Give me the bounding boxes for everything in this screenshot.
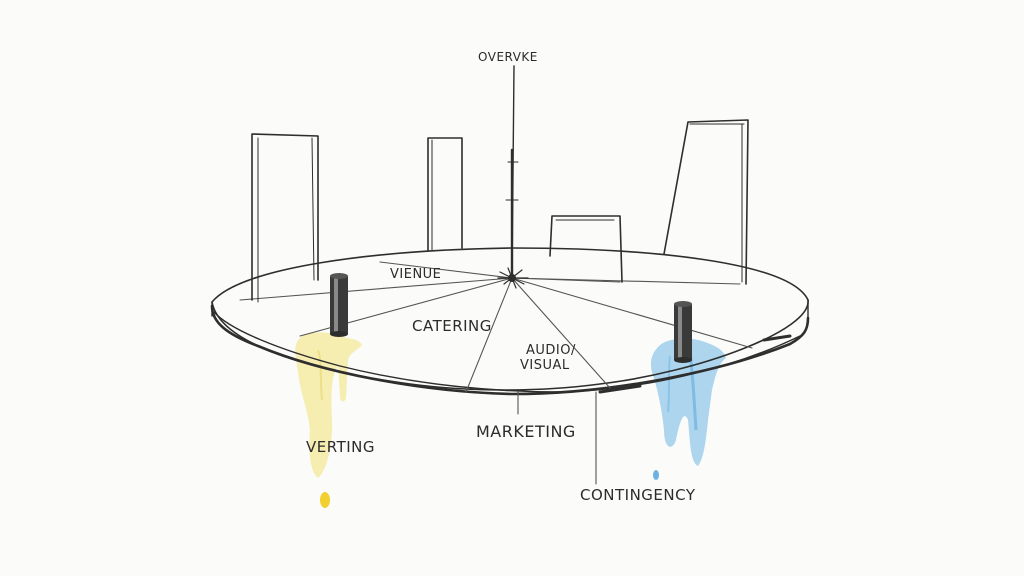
- label-catering: CATERING: [412, 317, 492, 335]
- blue-drop: [653, 470, 659, 480]
- frame-mid-left: [427, 137, 463, 251]
- frame-right: [663, 119, 749, 285]
- yellow-drip: [295, 332, 362, 508]
- label-venue: VIENUE: [390, 267, 441, 282]
- leader-lines: [517, 391, 597, 485]
- yellow-drop: [320, 492, 330, 508]
- table-disc: [210, 247, 810, 396]
- label-verting: VERTING: [306, 438, 375, 456]
- label-marketing: MARKETING: [476, 422, 576, 441]
- frame-mid-right: [549, 215, 623, 283]
- label-audio-visual-line2: VISUAL: [520, 358, 570, 373]
- label-overview: OVERVKE: [478, 50, 538, 64]
- label-contingency: CONTINGENCY: [580, 486, 696, 504]
- frame-left: [251, 133, 319, 303]
- post-right: [674, 301, 692, 363]
- label-audio-visual-line1: AUDIO/: [526, 343, 576, 358]
- central-mast: [505, 65, 519, 280]
- post-left: [330, 273, 348, 337]
